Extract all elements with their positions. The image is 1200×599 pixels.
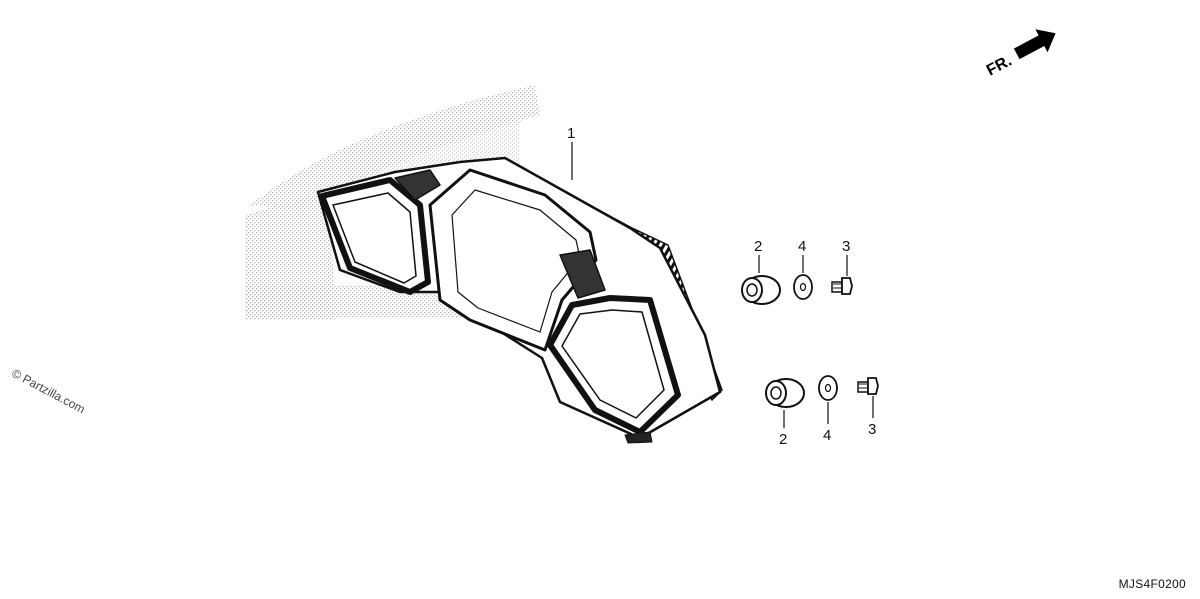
label-part-4-lower: 4 xyxy=(823,427,831,444)
washer-upper xyxy=(793,274,813,300)
meter-assembly xyxy=(316,156,723,444)
label-part-2-upper: 2 xyxy=(754,238,762,255)
front-direction-arrow: FR. xyxy=(984,29,1056,80)
screw-upper xyxy=(831,277,853,295)
washer-lower xyxy=(818,375,838,401)
grommet-lower xyxy=(765,378,805,408)
grommet-upper xyxy=(741,275,781,305)
diagram-code: MJS4F0200 xyxy=(1118,577,1186,591)
label-part-3-lower: 3 xyxy=(868,421,876,438)
label-part-1: 1 xyxy=(567,125,575,142)
label-part-4-upper: 4 xyxy=(798,238,806,255)
front-direction-label: FR. xyxy=(984,52,1015,79)
label-part-3-upper: 3 xyxy=(842,238,850,255)
label-part-2-lower: 2 xyxy=(779,431,787,448)
screw-lower xyxy=(857,377,879,395)
